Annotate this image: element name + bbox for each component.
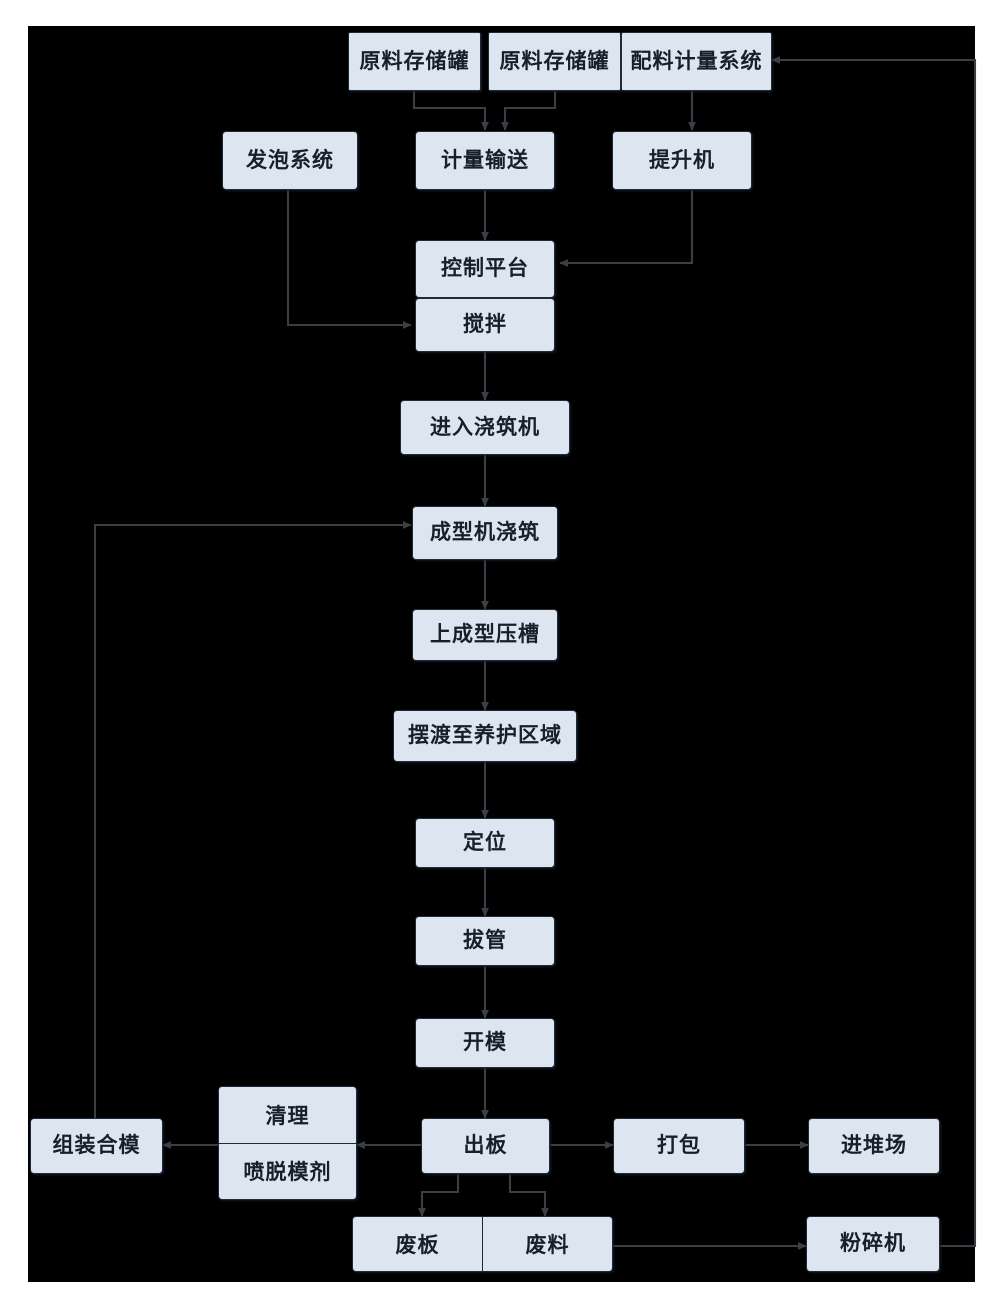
node-metering-conveying[interactable]: 计量输送 [415,131,555,190]
node-forming-machine-casting[interactable]: 成型机浇筑 [412,506,558,560]
node-label: 清理 [265,1103,310,1128]
node-raw-material-tank-1[interactable]: 原料存储罐 [348,32,481,91]
node-enter-stockyard[interactable]: 进堆场 [808,1118,940,1174]
node-spray-release-agent[interactable]: 喷脱模剂 [219,1142,356,1200]
node-label: 配料计量系统 [630,48,763,73]
node-label: 原料存储罐 [499,48,610,73]
node-enter-casting-machine[interactable]: 进入浇筑机 [400,400,570,455]
node-elevator[interactable]: 提升机 [612,131,752,190]
node-upper-forming-press-groove[interactable]: 上成型压槽 [412,609,558,661]
node-positioning[interactable]: 定位 [415,818,555,868]
node-waste-board[interactable]: 废板 [353,1217,482,1271]
node-packing[interactable]: 打包 [613,1118,745,1174]
node-waste-material[interactable]: 废料 [482,1217,612,1271]
node-label: 搅拌 [463,312,507,337]
node-label: 发泡系统 [246,147,334,172]
node-label: 定位 [463,830,507,855]
node-label: 提升机 [649,147,715,172]
node-label: 计量输送 [441,147,529,172]
node-label: 组装合模 [52,1133,141,1158]
node-label: 控制平台 [441,256,529,281]
node-label: 喷脱模剂 [243,1160,332,1185]
node-stirring[interactable]: 搅拌 [415,298,555,352]
node-batching-metering-system[interactable]: 配料计量系统 [621,32,772,91]
node-label: 进入浇筑机 [430,414,540,439]
node-label: 进堆场 [841,1133,907,1158]
node-board-output[interactable]: 出板 [421,1118,550,1174]
node-control-platform[interactable]: 控制平台 [415,240,555,298]
node-label: 拔管 [463,928,507,953]
node-mold-opening[interactable]: 开模 [415,1018,555,1068]
node-label: 摆渡至养护区域 [408,723,562,748]
node-label: 成型机浇筑 [430,520,540,545]
node-label: 废料 [525,1233,570,1257]
node-assemble-close-mold[interactable]: 组装合模 [30,1118,163,1174]
node-raw-material-tank-2[interactable]: 原料存储罐 [488,32,621,91]
node-label: 开模 [463,1030,507,1055]
node-ferry-to-curing-area[interactable]: 摆渡至养护区域 [393,710,577,762]
node-clean-and-spray-release-agent[interactable]: 清理 喷脱模剂 [218,1086,357,1200]
node-label: 出板 [463,1133,508,1158]
node-label: 打包 [657,1133,701,1158]
node-cleaning[interactable]: 清理 [219,1087,356,1143]
node-waste-board-and-waste-material[interactable]: 废板 废料 [352,1216,613,1272]
node-label: 原料存储罐 [359,48,470,73]
node-foaming-system[interactable]: 发泡系统 [222,131,358,190]
node-label: 上成型压槽 [430,622,540,647]
node-label: 废板 [395,1233,440,1257]
node-crusher[interactable]: 粉碎机 [806,1216,940,1272]
node-label: 粉碎机 [840,1231,906,1256]
node-pipe-pulling[interactable]: 拔管 [415,916,555,966]
